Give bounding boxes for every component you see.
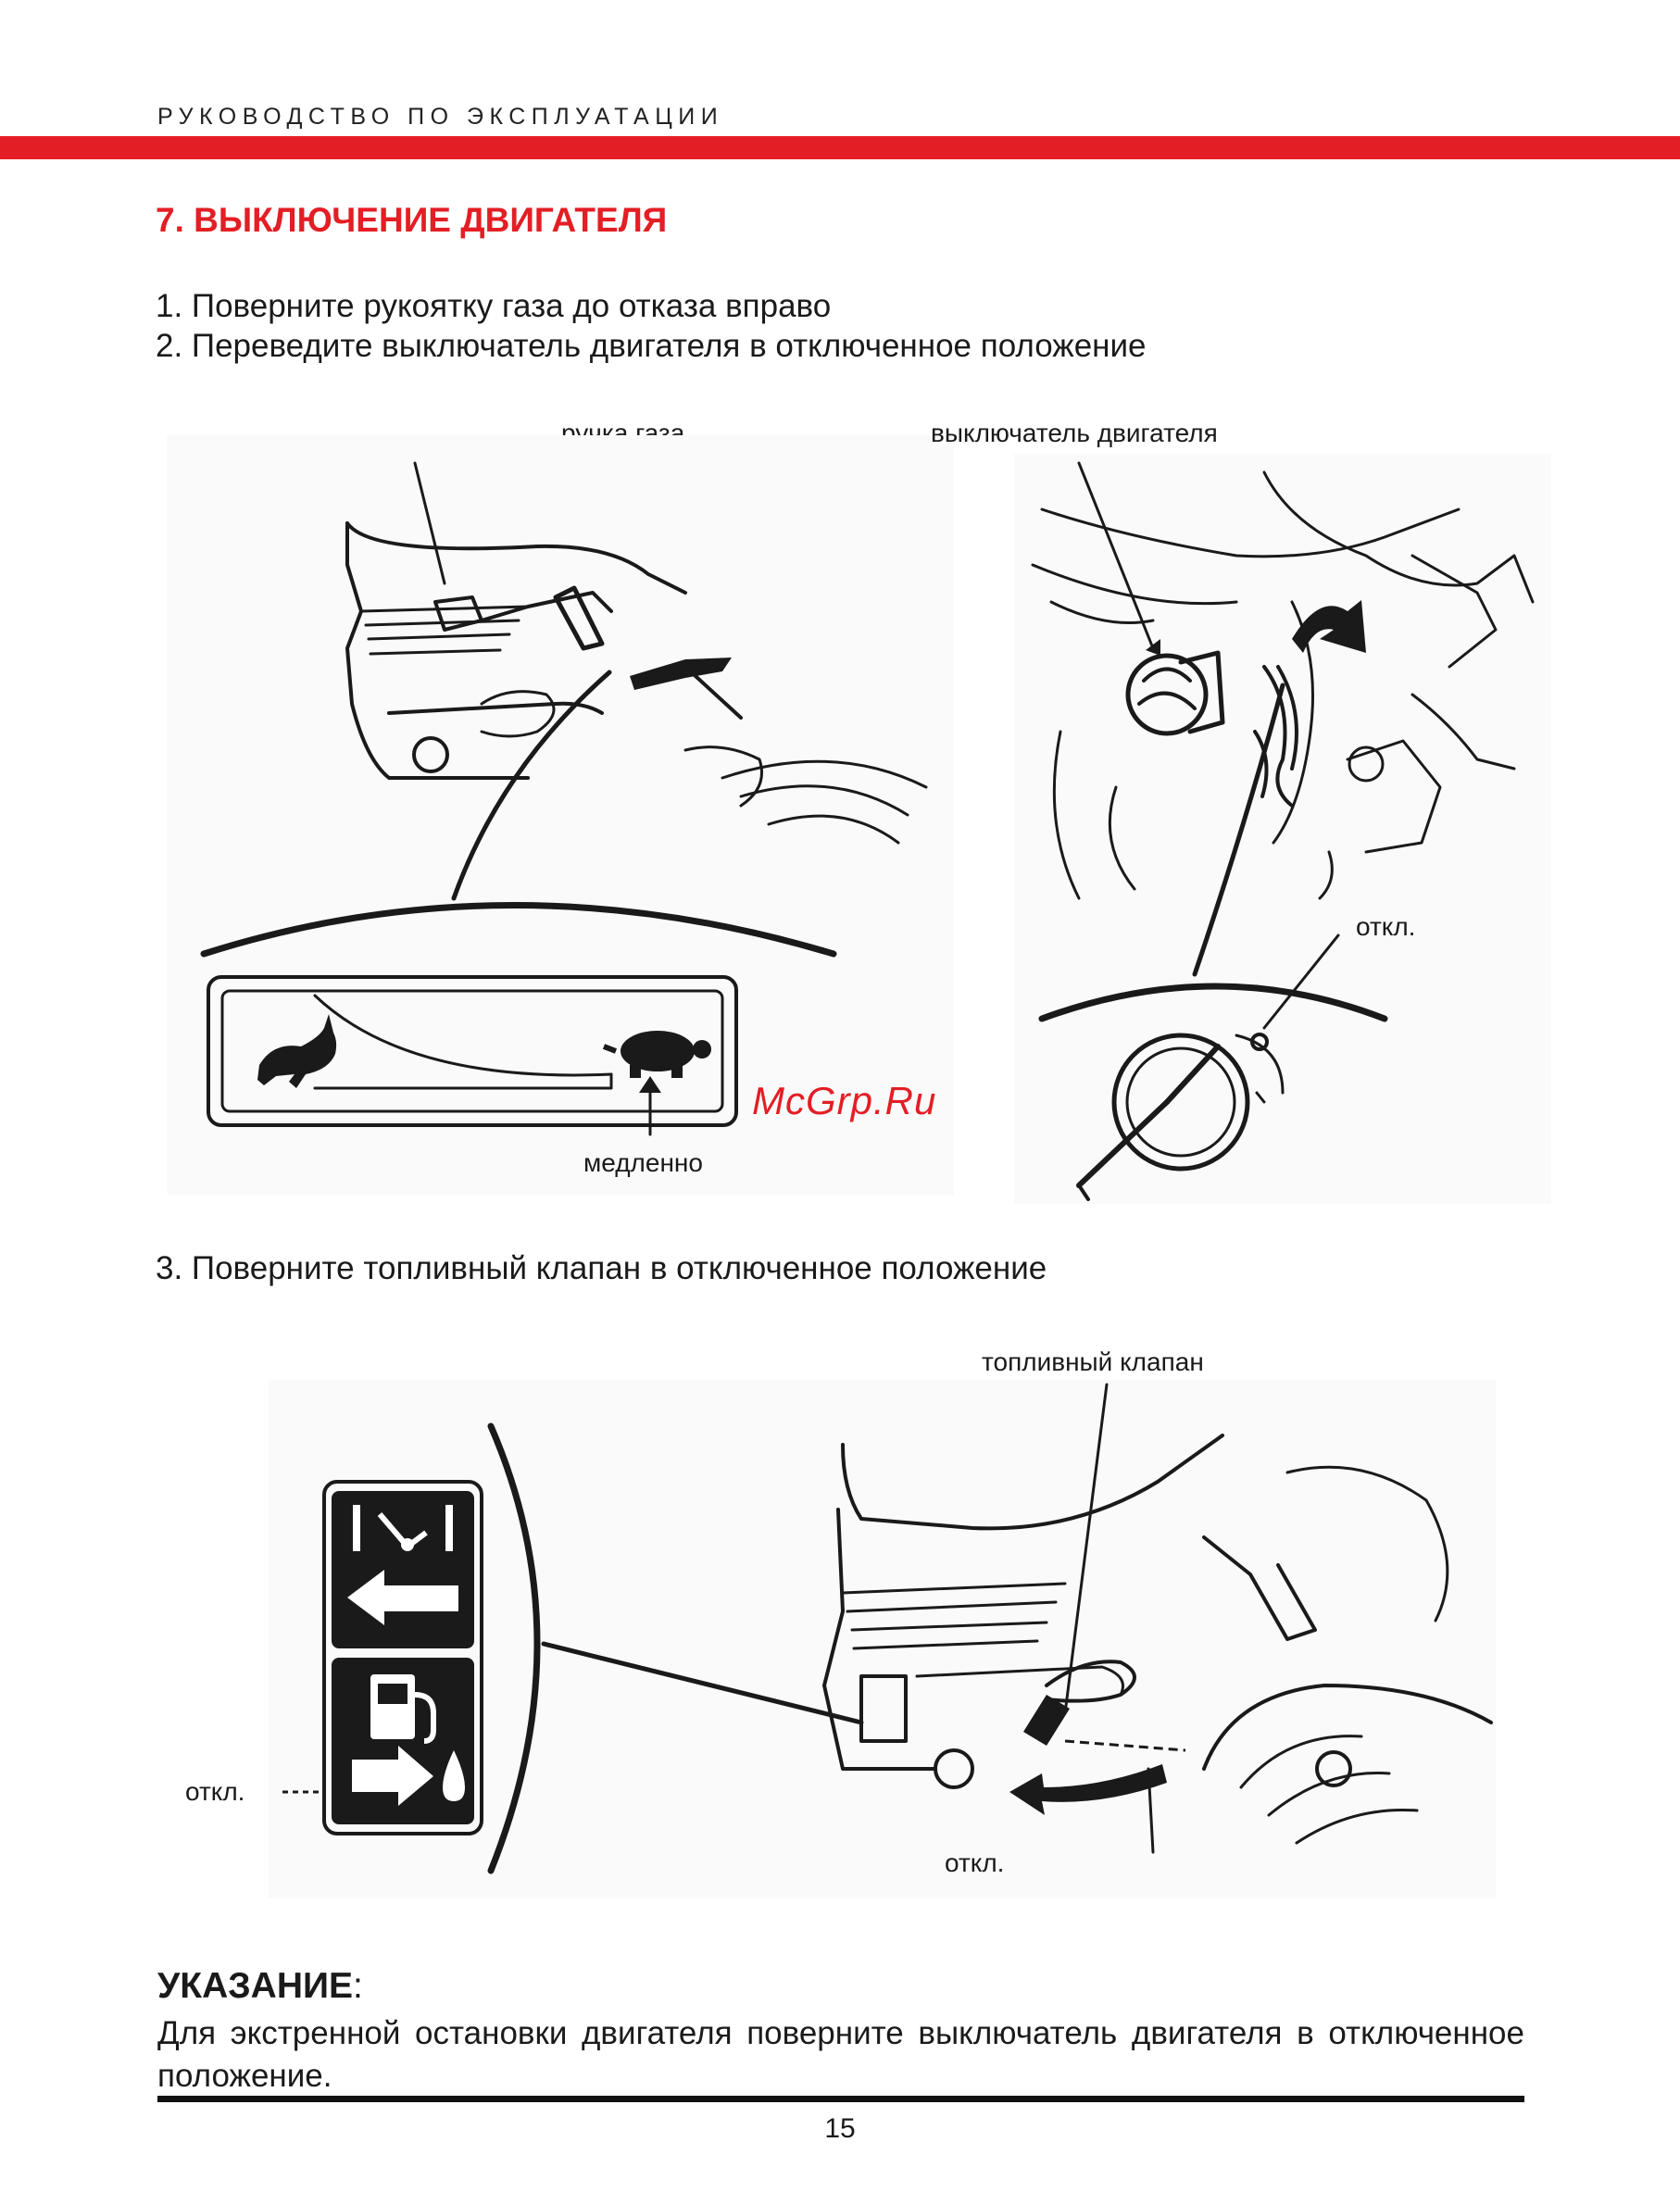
label-off-left: откл. <box>185 1777 245 1806</box>
arrow-right-icon <box>352 1746 433 1806</box>
arrow-left-icon <box>347 1570 458 1625</box>
label-off-bottom: откл. <box>945 1848 1005 1877</box>
turtle-icon <box>602 1031 711 1078</box>
fuel-pump-icon <box>370 1674 436 1744</box>
label-engine-switch: выключатель двигателя <box>931 419 1218 447</box>
figure-engine-switch-illustration <box>1014 454 1551 1204</box>
label-fuel-valve: топливный клапан <box>982 1347 1204 1376</box>
document-header-title: РУКОВОДСТВО ПО ЭКСПЛУАТАЦИИ <box>157 104 724 130</box>
bottom-rule <box>157 2096 1524 2102</box>
step-3: 3. Поверните топливный клапан в отключен… <box>156 1250 1047 1286</box>
label-slow: медленно <box>583 1148 703 1177</box>
step-2: 2. Переведите выключатель двигателя в от… <box>156 328 1147 364</box>
section-title: 7. ВЫКЛЮЧЕНИЕ ДВИГАТЕЛЯ <box>156 201 668 239</box>
label-switch-off: откл. <box>1356 912 1416 941</box>
figure-throttle-illustration <box>167 435 954 1195</box>
header-red-band <box>0 136 1680 159</box>
watermark: McGrp.Ru <box>752 1079 937 1122</box>
note-heading-label: УКАЗАНИЕ <box>157 1966 354 2006</box>
page-number: 15 <box>824 2113 856 2144</box>
figure-fuel-valve-illustration <box>269 1380 1496 1898</box>
step-1: 1. Поверните рукоятку газа до отказа впр… <box>156 288 832 324</box>
note-heading: УКАЗАНИЕ: <box>157 1966 363 2007</box>
rabbit-icon <box>257 1014 337 1088</box>
note-heading-colon: : <box>353 1966 363 2006</box>
fuel-drop-icon <box>443 1750 465 1801</box>
note-text: Для экстренной остановки двигателя повер… <box>157 2015 1524 2094</box>
